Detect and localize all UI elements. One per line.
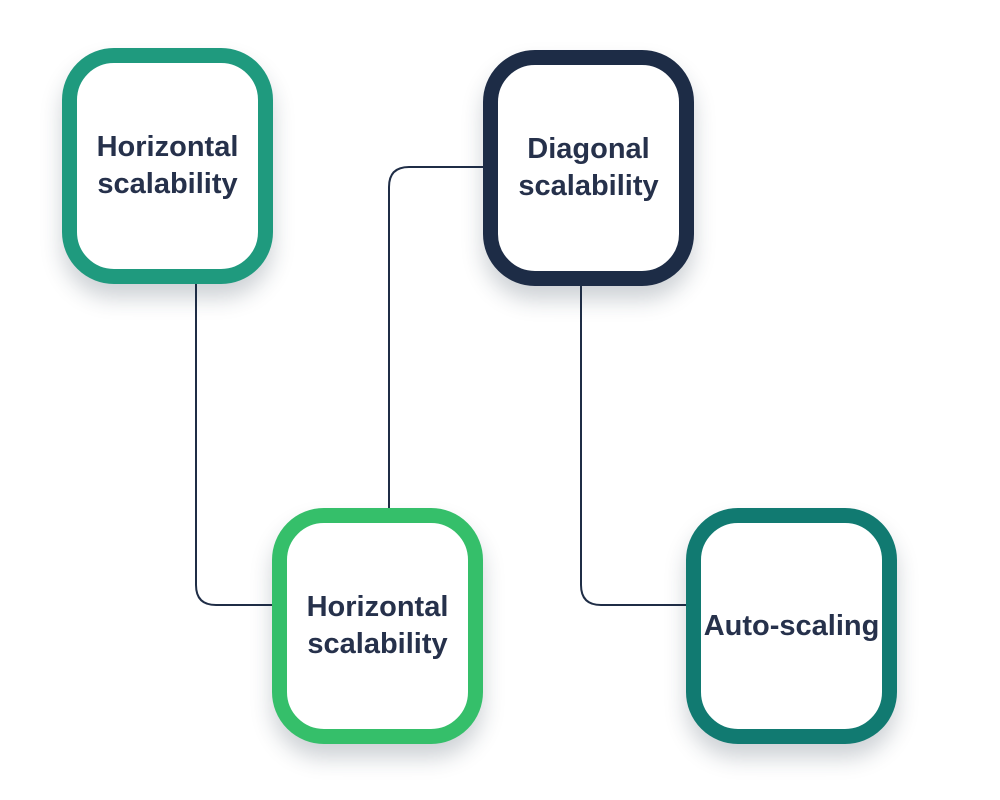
connector-top-right-to-bottom-right [580,286,686,606]
node-horizontal-scalability-top: Horizontal scalability [62,48,273,284]
node-label: Auto-scaling [703,609,880,642]
node-label: Horizontal scalability [306,591,449,660]
node-label: Horizontal scalability [96,131,239,200]
connector-top-left-to-bottom-left [195,284,272,606]
node-auto-scaling: Auto-scaling [686,508,897,744]
node-horizontal-scalability-bottom: Horizontal scalability [272,508,483,744]
node-label: Diagonal scalability [518,133,659,202]
node-diagonal-scalability: Diagonal scalability [483,50,694,286]
connector-bottom-left-to-top-right [388,166,483,508]
